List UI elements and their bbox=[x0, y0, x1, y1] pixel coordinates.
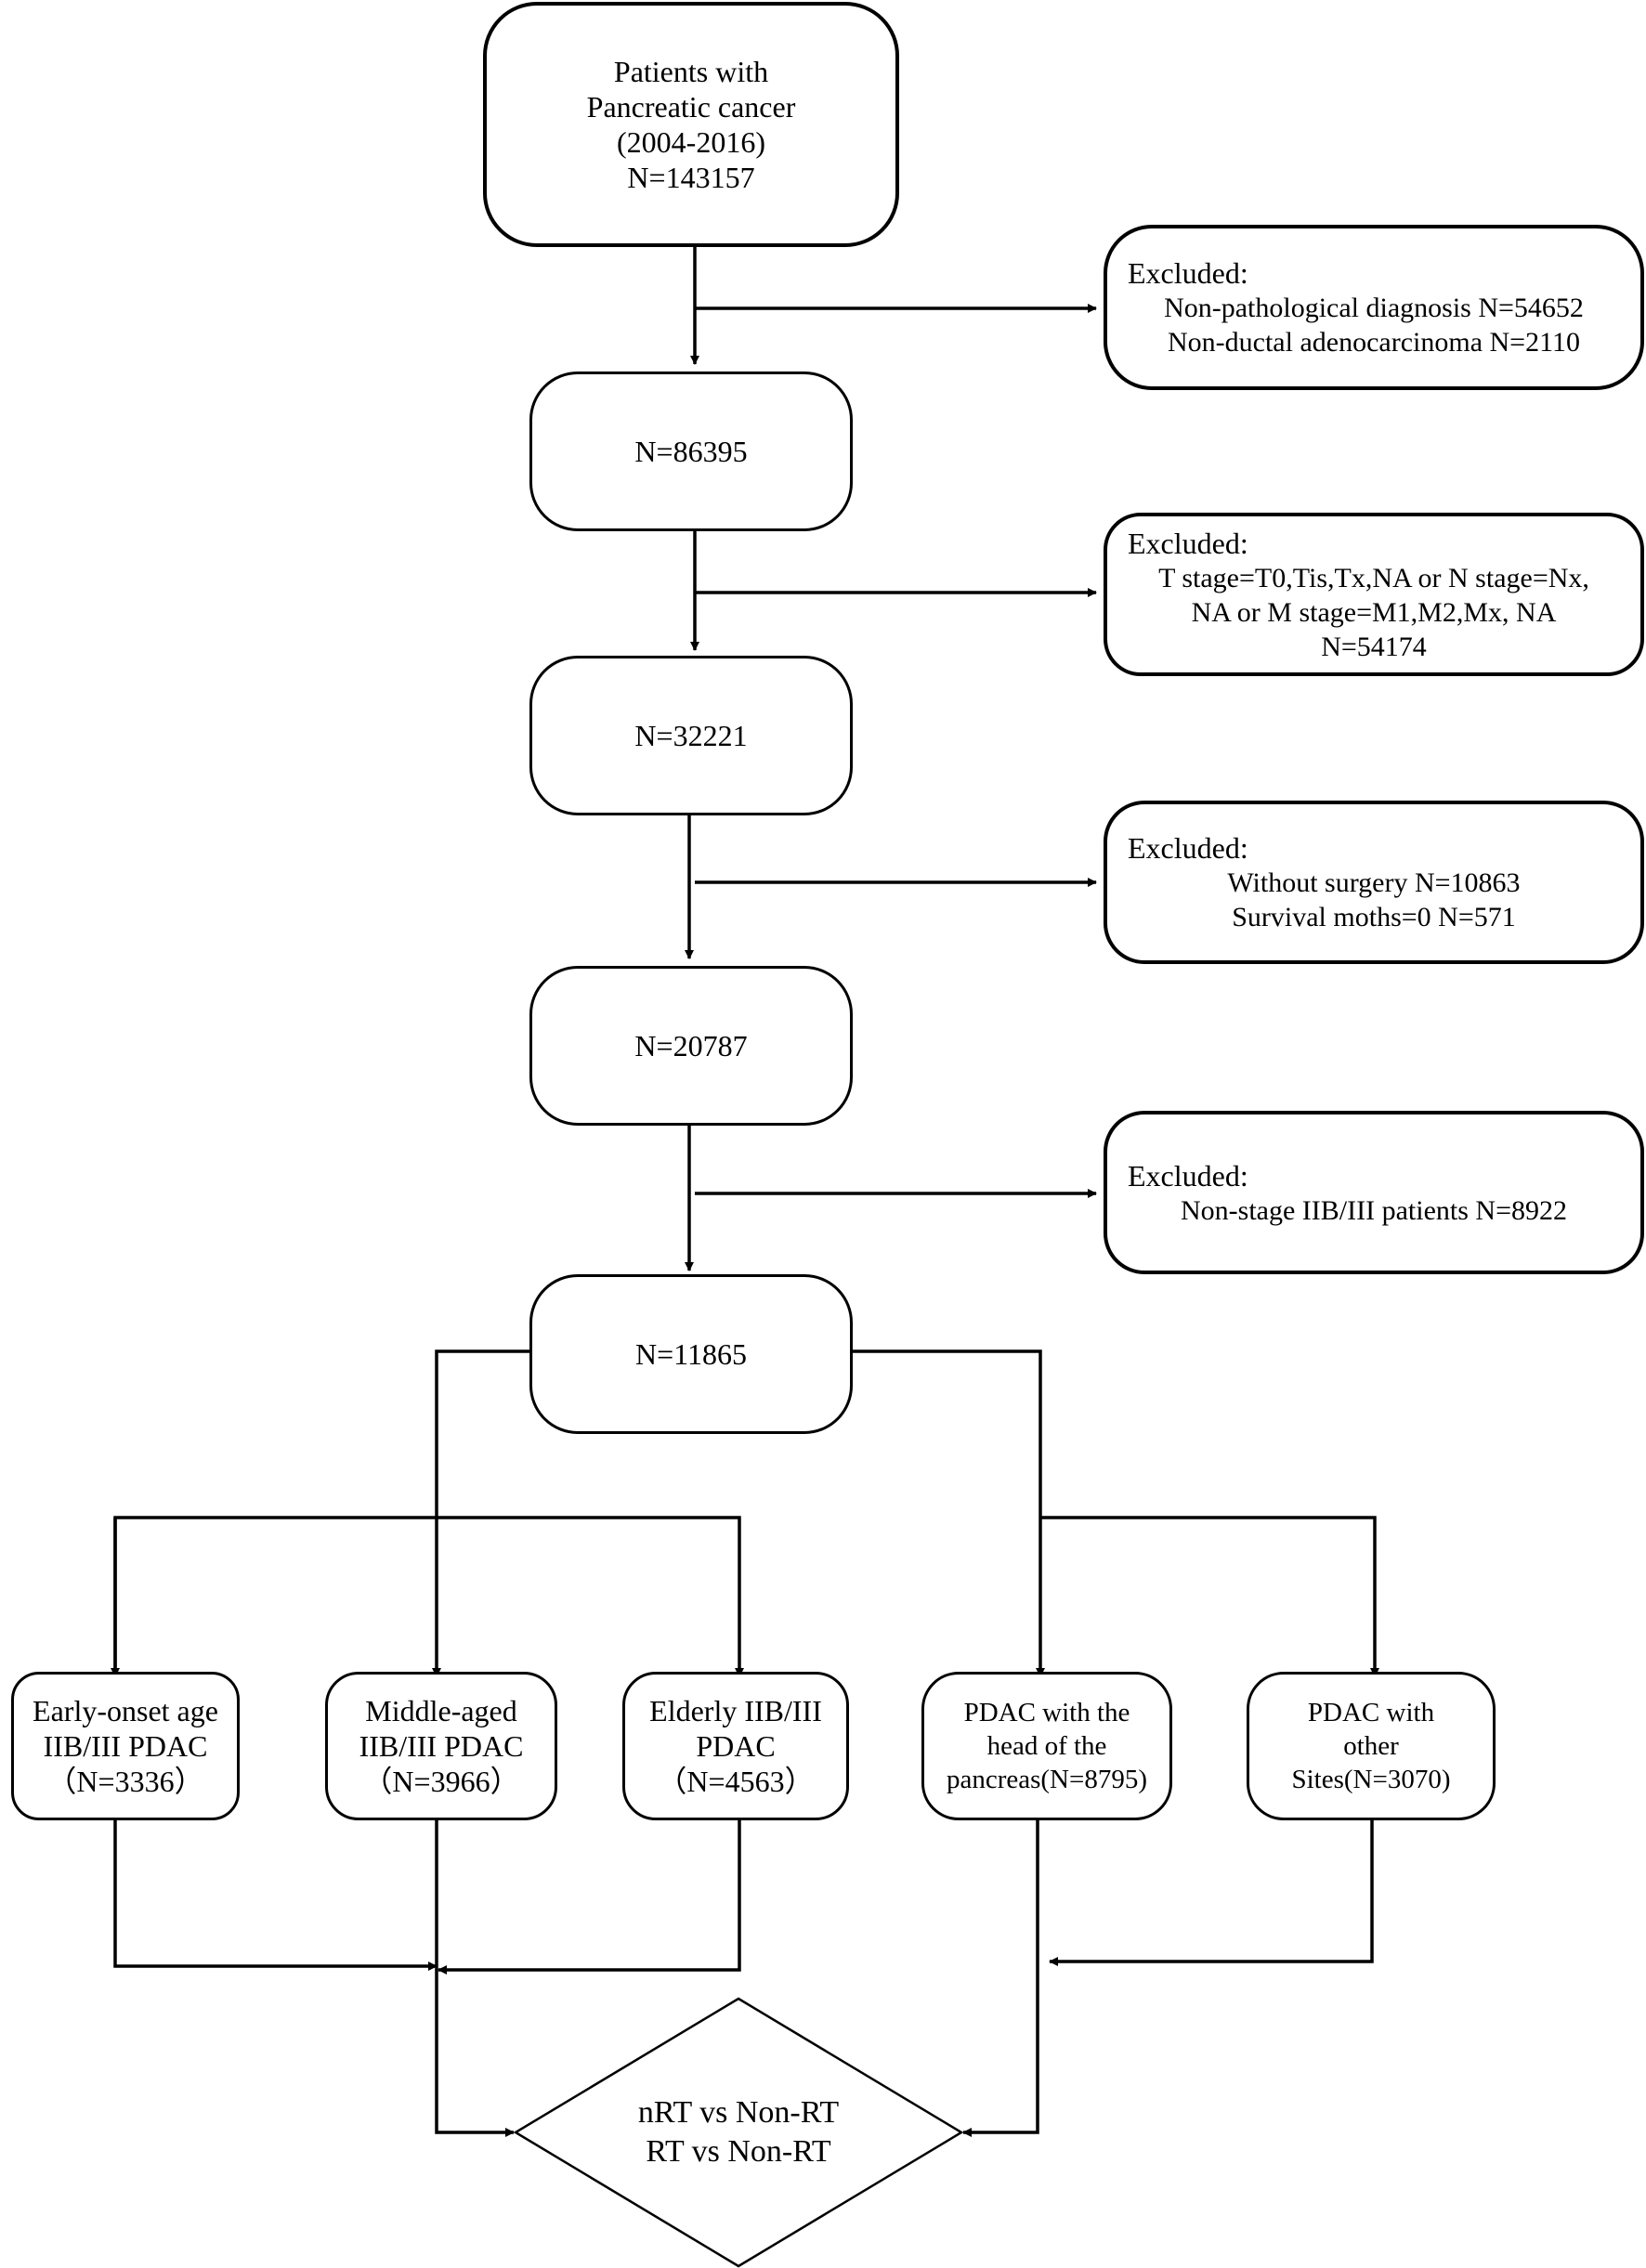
excluded-line: Non-stage IIB/III patients N=8922 bbox=[1181, 1194, 1567, 1226]
group-line: head of the bbox=[986, 1731, 1107, 1761]
group-line: other bbox=[1343, 1731, 1399, 1761]
group-line: （N=3336） bbox=[46, 1765, 204, 1798]
comparison-line-1: nRT vs Non-RT bbox=[637, 2095, 840, 2130]
step-box-86395: N=86395 bbox=[529, 371, 853, 531]
step-box-11865: N=11865 bbox=[529, 1274, 853, 1434]
comparison-line-2: RT vs Non-RT bbox=[646, 2134, 831, 2169]
excluded-box-4: Excluded: Non-stage IIB/III patients N=8… bbox=[1104, 1111, 1644, 1274]
excluded-line: NA or M stage=M1,M2,Mx, NA bbox=[1191, 596, 1557, 628]
connector-head-to-diamond bbox=[962, 1818, 1039, 2137]
group-other-sites: PDAC with other Sites(N=3070) bbox=[1247, 1672, 1496, 1820]
group-line: PDAC bbox=[696, 1729, 776, 1763]
step-label: N=20787 bbox=[634, 1029, 748, 1062]
excluded-heading: Excluded: bbox=[1128, 256, 1248, 290]
connector-middle-to-diamond bbox=[435, 1818, 515, 2137]
start-line-2: Pancreatic cancer bbox=[586, 90, 796, 124]
group-early-onset: Early-onset age IIB/III PDAC （N=3336） bbox=[11, 1672, 240, 1820]
step-label: N=11865 bbox=[635, 1337, 747, 1371]
excluded-heading: Excluded: bbox=[1128, 831, 1248, 865]
group-line: IIB/III PDAC bbox=[359, 1729, 524, 1763]
group-line: （N=4563） bbox=[657, 1765, 815, 1798]
connector-11865-right bbox=[853, 1349, 1045, 1677]
step-label: N=32221 bbox=[634, 719, 748, 752]
connector-11865-left bbox=[432, 1349, 529, 1677]
group-line: PDAC with the bbox=[963, 1698, 1130, 1727]
group-line: IIB/III PDAC bbox=[43, 1729, 208, 1763]
excluded-box-1: Excluded: Non-pathological diagnosis N=5… bbox=[1104, 225, 1644, 390]
excluded-line: Without surgery N=10863 bbox=[1227, 867, 1521, 898]
group-line: pancreas(N=8795) bbox=[946, 1765, 1148, 1794]
group-pancreas-head: PDAC with the head of the pancreas(N=879… bbox=[921, 1672, 1172, 1820]
group-line: （N=3966） bbox=[362, 1765, 520, 1798]
group-line: Middle-aged bbox=[365, 1694, 517, 1727]
start-line-3: (2004-2016) bbox=[617, 125, 765, 159]
start-line-4: N=143157 bbox=[627, 161, 755, 194]
excluded-line: Non-ductal adenocarcinoma N=2110 bbox=[1168, 327, 1580, 358]
connector-early-down bbox=[113, 1818, 438, 1971]
excluded-line: T stage=T0,Tis,Tx,NA or N stage=Nx, bbox=[1158, 562, 1589, 593]
excluded-heading: Excluded: bbox=[1128, 1158, 1248, 1193]
connector-other-down bbox=[1049, 1818, 1374, 1966]
step-label: N=86395 bbox=[634, 435, 748, 468]
step-box-20787: N=20787 bbox=[529, 966, 853, 1126]
start-box: Patients with Pancreatic cancer (2004-20… bbox=[483, 2, 899, 247]
excluded-line: Survival moths=0 N=571 bbox=[1232, 902, 1516, 932]
excluded-box-2: Excluded: T stage=T0,Tis,Tx,NA or N stag… bbox=[1104, 513, 1644, 676]
excluded-line: Non-pathological diagnosis N=54652 bbox=[1164, 293, 1584, 323]
group-line: Elderly IIB/III bbox=[649, 1694, 822, 1727]
group-line: Early-onset age bbox=[33, 1694, 218, 1727]
step-box-32221: N=32221 bbox=[529, 656, 853, 815]
connector-site-bar bbox=[1040, 1516, 1379, 1677]
excluded-line: N=54174 bbox=[1321, 631, 1427, 662]
group-elderly: Elderly IIB/III PDAC （N=4563） bbox=[622, 1672, 849, 1820]
start-line-1: Patients with bbox=[613, 55, 769, 88]
connector-elderly-down bbox=[438, 1818, 741, 1975]
group-middle-aged: Middle-aged IIB/III PDAC （N=3966） bbox=[325, 1672, 557, 1820]
comparison-diamond bbox=[513, 1997, 964, 2268]
group-line: Sites(N=3070) bbox=[1291, 1765, 1451, 1794]
excluded-heading: Excluded: bbox=[1128, 526, 1248, 560]
connector-age-bar bbox=[113, 1516, 744, 1677]
excluded-box-3: Excluded: Without surgery N=10863 Surviv… bbox=[1104, 801, 1644, 964]
comparison-label: nRT vs Non-RT RT vs Non-RT bbox=[571, 2093, 906, 2171]
group-line: PDAC with bbox=[1307, 1698, 1435, 1727]
